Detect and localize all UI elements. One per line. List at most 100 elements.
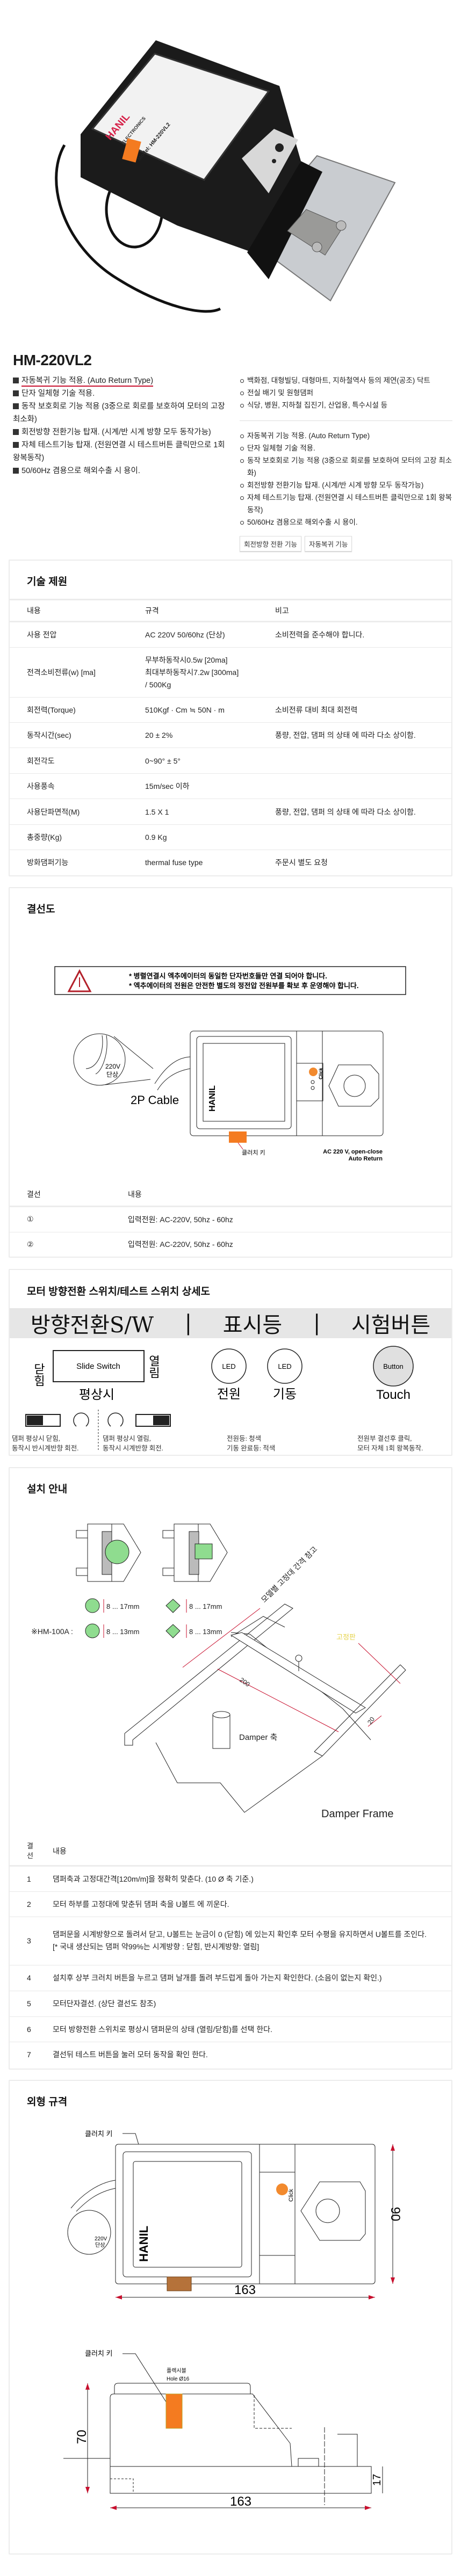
step-number: 3 — [10, 1917, 53, 1965]
feature-item: 단자 일체형 기술 적용. — [240, 442, 455, 454]
actuator-outline — [190, 1031, 384, 1136]
range-label: 8 ... 13mm — [106, 1628, 139, 1636]
table-row: 총중량(Kg)0.9 Kg — [10, 824, 451, 850]
warning-box — [54, 966, 406, 995]
wiring-diagram: * 병렬연결시 엑추에이터의 동일한 단자번호들만 연결 되어야 합니다. * … — [54, 966, 406, 1162]
height-label: 70 — [75, 2430, 89, 2444]
round-shaft-icon — [85, 1598, 100, 1613]
cell: 20 ± 2% — [128, 722, 258, 748]
step-text: 설치후 상부 크러치 버튼을 누르고 댐퍼 날개를 돌려 부드럽게 돌아 가는지… — [53, 1965, 451, 1991]
spacing-note: 모델별 고정대 간격 참고 — [260, 1544, 319, 1604]
cell: 입력전원: AC-220V, 50hz - 60hz — [128, 1240, 233, 1249]
rotate-cw-icon — [107, 1412, 124, 1427]
flexible-label: 플렉시블 — [167, 2368, 186, 2374]
side-view — [63, 2383, 372, 2505]
column-header: 내용 — [10, 599, 128, 622]
control-panel — [242, 129, 298, 193]
click-label: Click — [318, 1067, 323, 1079]
test-button-icon — [309, 1068, 318, 1076]
step-text: 모터단자결선. (상단 결선도 참조) — [53, 1991, 451, 2017]
column-header: 비고 — [258, 599, 451, 622]
step-text: 댐퍼축과 고정대간격[120m/m]을 정확히 맞춘다. (10 Ø 축 기준.… — [53, 1866, 451, 1892]
cell: 510Kgf · Cm ≒ 50N · m — [128, 697, 258, 723]
step-number: 2 — [10, 1891, 53, 1917]
nut — [312, 242, 322, 252]
open-label: 열림 — [147, 1355, 161, 1378]
product-photo: HANIL ELECTRONICS Model: HM-220VL2 — [55, 40, 396, 313]
normal-label: 평상시 — [79, 1388, 114, 1402]
depth-label: 90 — [388, 2207, 402, 2222]
led-label: LED — [278, 1362, 291, 1370]
step-number: 4 — [10, 1965, 53, 1991]
switch-note: 댐퍼 평상시 닫힘, 동작시 반시계반향 회전. — [12, 1435, 79, 1452]
section-title: 결선도 — [27, 904, 55, 915]
test-button-icon — [276, 2183, 288, 2195]
feature-item: 50/60Hz 겸용으로 해외수출 시 용이. — [240, 516, 455, 528]
cell: 동작시간(sec) — [10, 722, 128, 748]
table-row: 동작시간(sec)20 ± 2%풍량, 전압, 댐퍼 의 상태 에 따라 다소 … — [10, 722, 451, 748]
diagram-brand-logo: HANIL — [208, 1085, 217, 1112]
spacing-dim-line — [182, 1608, 261, 1668]
square-shaft-clamp-icon — [162, 1523, 228, 1582]
tag-auto-return[interactable]: 자동복귀 기능 — [304, 536, 352, 552]
feature-text-highlighted: 자동복귀 기능 적용. (Auto Return Type) — [21, 376, 154, 387]
clutch-key-label: 클러치 키 — [85, 2130, 112, 2138]
led — [272, 159, 276, 163]
dim-label: 20 — [366, 1715, 376, 1725]
led-label: LED — [222, 1362, 235, 1370]
switch-band: 방향전환S/W | 표시등 | 시험버튼 — [10, 1308, 451, 1338]
step-number: 1 — [10, 1866, 53, 1892]
button-label: Button — [383, 1362, 404, 1370]
section-title: 기술 제원 — [27, 576, 68, 587]
feature-item: 동작 보호회로 기능 적용 (3중으로 회로를 보호하여 모터의 고장 최소화) — [13, 400, 228, 426]
cell: 0.9 Kg — [128, 824, 258, 850]
start-led-icon — [267, 1348, 302, 1384]
cell — [258, 647, 451, 698]
application-item: 식당, 병원, 지하철 집진기, 산업용, 특수시설 등 — [240, 399, 455, 411]
feature-text: 단자 일체형 기술 적용. — [21, 389, 95, 398]
rating-label: Auto Return — [348, 1156, 383, 1162]
rotate-ccw-icon — [73, 1412, 89, 1427]
magnifier-circle — [73, 1033, 126, 1086]
base-height-label: 17 — [371, 2474, 383, 2486]
application-list: 백화점, 대형빌딩, 대형마트, 지하철역사 등의 제연(공조) 닥트 전실 배… — [240, 374, 455, 411]
click-label: Click — [288, 2189, 294, 2202]
warning-icon — [67, 969, 92, 992]
cell: 풍량, 전압, 댐퍼 의 상태 에 따라 다소 상이함. — [258, 799, 451, 825]
feature-item: 자체 테스트기능 탑재. (전원연결 시 테스트버튼 클릭만으로 1회 왕복동작… — [13, 439, 228, 465]
tag-rotation-switch[interactable]: 회전방향 전환 기능 — [240, 536, 301, 552]
feature-text: 회전방향 전환기능 탑재. (시계/반 시계 방향 모두 동작가능) — [21, 428, 211, 437]
cell: ② — [27, 1239, 34, 1249]
product-title: HM-220VL2 — [13, 352, 92, 368]
column-header: 내용 — [53, 1838, 451, 1867]
damper-frame-drawing — [124, 1603, 406, 1813]
table-row: ② 입력전원: AC-220V, 50hz - 60hz — [10, 1232, 451, 1257]
dim-200-line — [217, 1668, 339, 1732]
hole-label: Hole Ø16 — [167, 2376, 190, 2382]
rating-label: AC 220 V, open-close — [323, 1149, 383, 1155]
u-bolt-clamp — [328, 1064, 379, 1107]
round-shaft-icon — [85, 1623, 100, 1638]
square-bullet-icon — [13, 442, 19, 448]
square-bullet-icon — [13, 429, 19, 435]
table-row: 전격소비전류(w) [ma]무부하동작시0.5w [20ma] 최대부하동작시7… — [10, 647, 451, 698]
slide-switch-box — [53, 1350, 145, 1382]
nut — [336, 220, 347, 231]
feature-item: 회전방향 전환기능 탑재. (시계/반 시계 방향 모두 동작가능) — [13, 426, 228, 439]
step-note: [* 국내 생산되는 댐퍼 약99%는 시계방향 : 닫힘, 반시계방향: 열림… — [53, 1942, 260, 1951]
model-note-label: ※HM-100A : — [31, 1627, 73, 1636]
dimensions-card: 외형 규격 클러치 키 HANIL Click 220V 단 — [9, 2080, 452, 2555]
square-bullet-icon — [13, 378, 19, 383]
